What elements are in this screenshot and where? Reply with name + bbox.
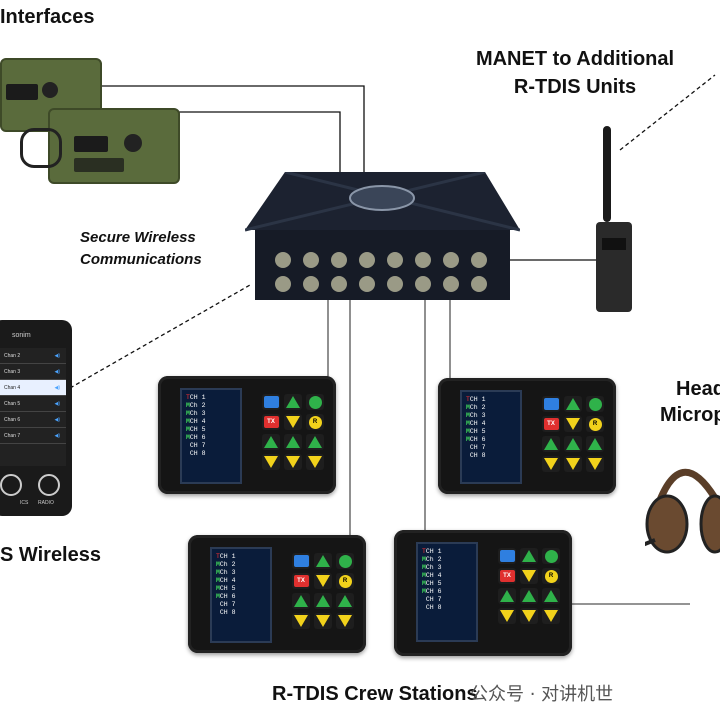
headset-label-line2: Microp	[660, 404, 720, 426]
radio-cable	[20, 128, 62, 168]
key[interactable]	[336, 593, 354, 609]
tx-key[interactable]: TX	[498, 568, 516, 584]
manet-label-line2: R-TDIS Units	[513, 76, 637, 98]
manet-label-line1: MANET to Additional	[475, 48, 675, 70]
station-screen: TCH 1 MCh 2 MCh 3 MCH 4 MCH 5 MCH 6 CH 7…	[460, 390, 522, 484]
tx-key[interactable]: TX	[542, 416, 560, 432]
interfaces-label: Interfaces	[0, 6, 95, 28]
crew-station-2: TCH 1 MCh 2 MCh 3 MCH 4 MCH 5 MCH 6 CH 7…	[438, 378, 616, 494]
crew-station-1: TCH 1 MCh 2 MCh 3 MCH 4 MCH 5 MCH 6 CH 7…	[158, 376, 336, 494]
key[interactable]	[564, 456, 582, 472]
key[interactable]	[262, 394, 280, 410]
key[interactable]	[284, 394, 302, 410]
station-screen: TCH 1 MCh 2 MCh 3 MCH 4 MCH 5 MCH 6 CH 7…	[210, 547, 272, 643]
key[interactable]	[564, 396, 582, 412]
key[interactable]	[586, 396, 604, 412]
phone-brand: sonim	[12, 332, 31, 339]
channel-item[interactable]: Chan 5◀)	[0, 396, 66, 412]
key[interactable]	[314, 553, 332, 569]
key[interactable]	[564, 436, 582, 452]
r-key[interactable]: R	[542, 568, 560, 584]
radio-label: RADIO	[38, 500, 54, 506]
br-key[interactable]	[336, 613, 354, 629]
radio-button[interactable]	[38, 474, 60, 496]
radio-antenna	[603, 126, 611, 222]
key[interactable]	[292, 593, 310, 609]
key[interactable]	[284, 454, 302, 470]
crew-station-3: TCH 1 MCh 2 MCh 3 MCH 4 MCH 5 MCH 6 CH 7…	[188, 535, 366, 653]
lt-key[interactable]	[292, 613, 310, 629]
key[interactable]	[586, 456, 604, 472]
key[interactable]	[520, 608, 538, 624]
ch-key[interactable]	[564, 416, 582, 432]
key[interactable]	[520, 548, 538, 564]
ch-key[interactable]	[284, 414, 302, 430]
headset	[645, 468, 720, 554]
key[interactable]	[542, 436, 560, 452]
phone-screen: Chan 2◀) Chan 3◀) Chan 4◀) Chan 5◀) Chan…	[0, 348, 66, 466]
key[interactable]	[306, 434, 324, 450]
secure-wireless-line1: Secure Wireless	[80, 229, 196, 246]
key[interactable]	[542, 396, 560, 412]
station-screen: TCH 1 MCh 2 MCh 3 MCH 4 MCH 5 MCH 6 CH 7…	[180, 388, 242, 484]
key[interactable]	[262, 434, 280, 450]
key[interactable]	[498, 548, 516, 564]
key[interactable]	[520, 588, 538, 604]
ics-button[interactable]	[0, 474, 22, 496]
key[interactable]	[306, 394, 324, 410]
key[interactable]	[262, 454, 280, 470]
key[interactable]	[542, 548, 560, 564]
channel-item[interactable]: Chan 3◀)	[0, 364, 66, 380]
station-keypad: TX R	[498, 548, 560, 624]
key[interactable]	[498, 588, 516, 604]
channel-list: TCH 1 MCh 2 MCh 3 MCH 4 MCH 5 MCH 6 CH 7…	[216, 553, 236, 616]
channel-item-selected[interactable]: Chan 4◀)	[0, 380, 66, 396]
station-keypad: TX R	[542, 396, 604, 472]
channel-item[interactable]: Chan 2◀)	[0, 348, 66, 364]
key[interactable]	[306, 454, 324, 470]
st-key[interactable]	[314, 613, 332, 629]
r-key[interactable]: R	[336, 573, 354, 589]
station-keypad: TX R	[292, 553, 354, 629]
key[interactable]	[542, 456, 560, 472]
ics-label: ICS	[20, 500, 29, 506]
tx-key[interactable]: TX	[292, 573, 310, 589]
station-screen: TCH 1 MCh 2 MCh 3 MCH 4 MCH 5 MCH 6 CH 7…	[416, 542, 478, 642]
secure-wireless-line2: Communications	[80, 251, 202, 268]
ch-key[interactable]	[520, 568, 538, 584]
tx-key[interactable]: TX	[262, 414, 280, 430]
key[interactable]	[292, 553, 310, 569]
key[interactable]	[284, 434, 302, 450]
key[interactable]	[314, 593, 332, 609]
key[interactable]	[586, 436, 604, 452]
channel-item[interactable]: Chan 6◀)	[0, 412, 66, 428]
channel-list: TCH 1 MCh 2 MCh 3 MCH 4 MCH 5 MCH 6 CH 7…	[422, 548, 442, 611]
wireless-label: S Wireless	[0, 544, 101, 566]
watermark: 公众号 · 对讲机世	[470, 684, 614, 705]
key[interactable]	[542, 588, 560, 604]
key[interactable]	[336, 553, 354, 569]
key[interactable]	[498, 608, 516, 624]
key[interactable]	[542, 608, 560, 624]
rtdis-hub	[245, 172, 520, 300]
r-key[interactable]: R	[586, 416, 604, 432]
crew-station-4: TCH 1 MCh 2 MCh 3 MCH 4 MCH 5 MCH 6 CH 7…	[394, 530, 572, 656]
channel-item[interactable]: Chan 7◀)	[0, 428, 66, 444]
channel-list: TCH 1 MCh 2 MCh 3 MCH 4 MCH 5 MCH 6 CH 7…	[466, 396, 486, 459]
vehicle-radio-2	[48, 108, 180, 184]
handheld-radio	[596, 222, 632, 312]
ch-key[interactable]	[314, 573, 332, 589]
station-keypad: TX R	[262, 394, 324, 470]
headset-label-line1: Head	[676, 378, 720, 400]
channel-list: TCH 1 MCh 2 MCh 3 MCH 4 MCH 5 MCH 6 CH 7…	[186, 394, 206, 457]
crew-stations-label: R-TDIS Crew Stations	[272, 683, 478, 705]
smartphone: sonim Chan 2◀) Chan 3◀) Chan 4◀) Chan 5◀…	[0, 320, 72, 516]
r-key[interactable]: R	[306, 414, 324, 430]
